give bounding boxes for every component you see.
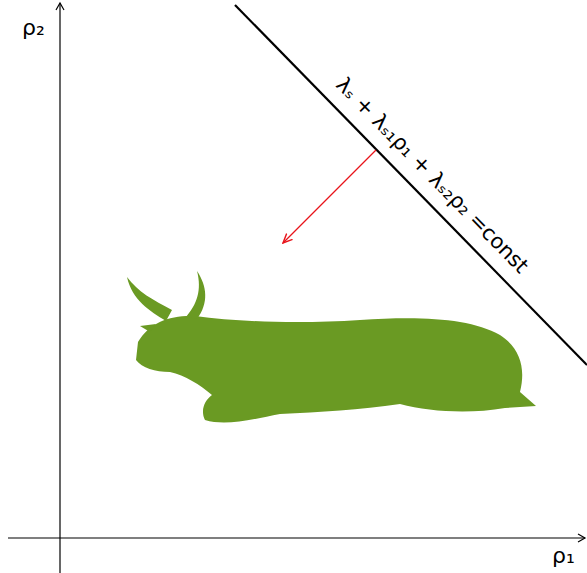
cow-silhouette bbox=[127, 271, 536, 422]
x-axis-head bbox=[578, 534, 585, 542]
axes bbox=[8, 3, 585, 573]
axis-label: ρ₁ bbox=[552, 544, 575, 568]
constraint-line bbox=[235, 5, 587, 365]
gradient-arrow bbox=[283, 150, 376, 243]
axis-label: ρ₂ bbox=[22, 16, 45, 40]
x-axis bbox=[8, 537, 585, 538]
constraint-label: λₛ + λₛ₁ρ₁ + λₛ₂ρ₂ =const bbox=[331, 74, 532, 279]
y-axis bbox=[59, 3, 60, 573]
y-axis-head bbox=[56, 3, 64, 10]
